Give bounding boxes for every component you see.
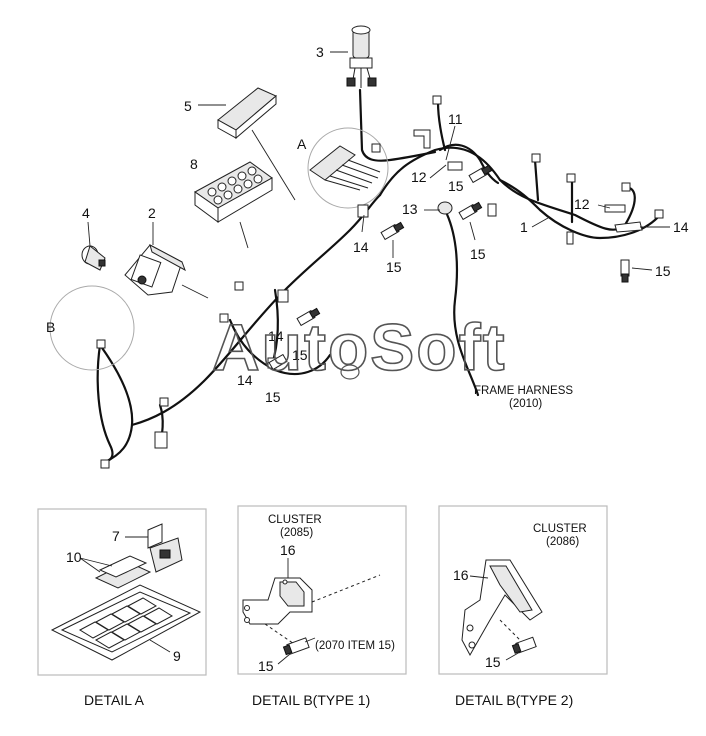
connector-block-a xyxy=(309,145,381,191)
label-2: 2 xyxy=(148,205,156,221)
label-3: 3 xyxy=(316,44,324,60)
detail-b2-label-16: 16 xyxy=(453,567,469,583)
lighter xyxy=(81,245,106,271)
label-11: 11 xyxy=(448,111,463,127)
switch-panel xyxy=(194,161,273,223)
label-13: 13 xyxy=(402,201,418,217)
lighter-housing xyxy=(124,244,186,296)
label-4: 4 xyxy=(82,205,90,221)
detail-b1-caption: DETAIL B(TYPE 1) xyxy=(252,692,370,708)
relay-box xyxy=(217,87,277,140)
label-12b: 12 xyxy=(574,196,590,212)
label-15d: 15 xyxy=(470,246,486,262)
frame-harness-code: (2010) xyxy=(509,398,542,410)
detail-b2-panel: CLUSTER (2086) 16 15 DETAIL B(TYPE 2) xyxy=(438,505,608,708)
detail-b2-title: CLUSTER xyxy=(533,523,587,535)
label-15f: 15 xyxy=(265,389,281,405)
ignition-switch xyxy=(346,25,377,88)
label-14d: 14 xyxy=(237,372,253,388)
detail-b1-panel: CLUSTER (2085) 16 (2070 ITEM 15) 15 DETA… xyxy=(237,505,407,708)
detail-b2-code: (2086) xyxy=(546,536,579,548)
harness-clips xyxy=(96,95,664,469)
label-8: 8 xyxy=(190,156,198,172)
detail-b1-label-16: 16 xyxy=(280,542,296,558)
detail-a-caption: DETAIL A xyxy=(84,692,145,708)
detail-a-panel: 7 10 9 DETAIL A xyxy=(37,508,207,708)
detail-b1-label-15: 15 xyxy=(258,658,274,674)
watermark: AutoSoft xyxy=(212,310,507,384)
label-15c: 15 xyxy=(386,259,402,275)
detail-b2-label-15: 15 xyxy=(485,654,501,670)
frame-harness-label: FRAME HARNESS (2010) xyxy=(474,385,573,410)
detail-b1-code: (2085) xyxy=(280,527,313,539)
label-14c: 14 xyxy=(268,328,284,344)
frame-harness-title: FRAME HARNESS xyxy=(474,385,573,397)
label-15b: 15 xyxy=(655,263,671,279)
label-5: 5 xyxy=(184,98,192,114)
detail-a-label-7: 7 xyxy=(112,528,120,544)
bolts xyxy=(268,164,630,371)
label-15a: 15 xyxy=(448,178,464,194)
detail-a-label-10: 10 xyxy=(66,549,82,565)
part-numbers: 3 5 8 4 2 A B 11 12 15 13 1 12 14 15 14 … xyxy=(46,44,689,405)
detail-a-label-9: 9 xyxy=(173,648,181,664)
detail-a-circle xyxy=(307,127,389,209)
detail-b2-caption: DETAIL B(TYPE 2) xyxy=(455,692,573,708)
wire-harness xyxy=(96,88,662,464)
label-15e: 15 xyxy=(292,347,308,363)
label-14a: 14 xyxy=(673,219,689,235)
detail-b1-title: CLUSTER xyxy=(268,514,322,526)
detail-b1-note: (2070 ITEM 15) xyxy=(315,640,395,652)
label-14b: 14 xyxy=(353,239,369,255)
label-b: B xyxy=(46,319,55,335)
detail-b-circle xyxy=(49,285,135,371)
leader-lines xyxy=(87,51,670,299)
label-1: 1 xyxy=(520,219,528,235)
label-a: A xyxy=(297,136,307,152)
label-12a: 12 xyxy=(411,169,427,185)
